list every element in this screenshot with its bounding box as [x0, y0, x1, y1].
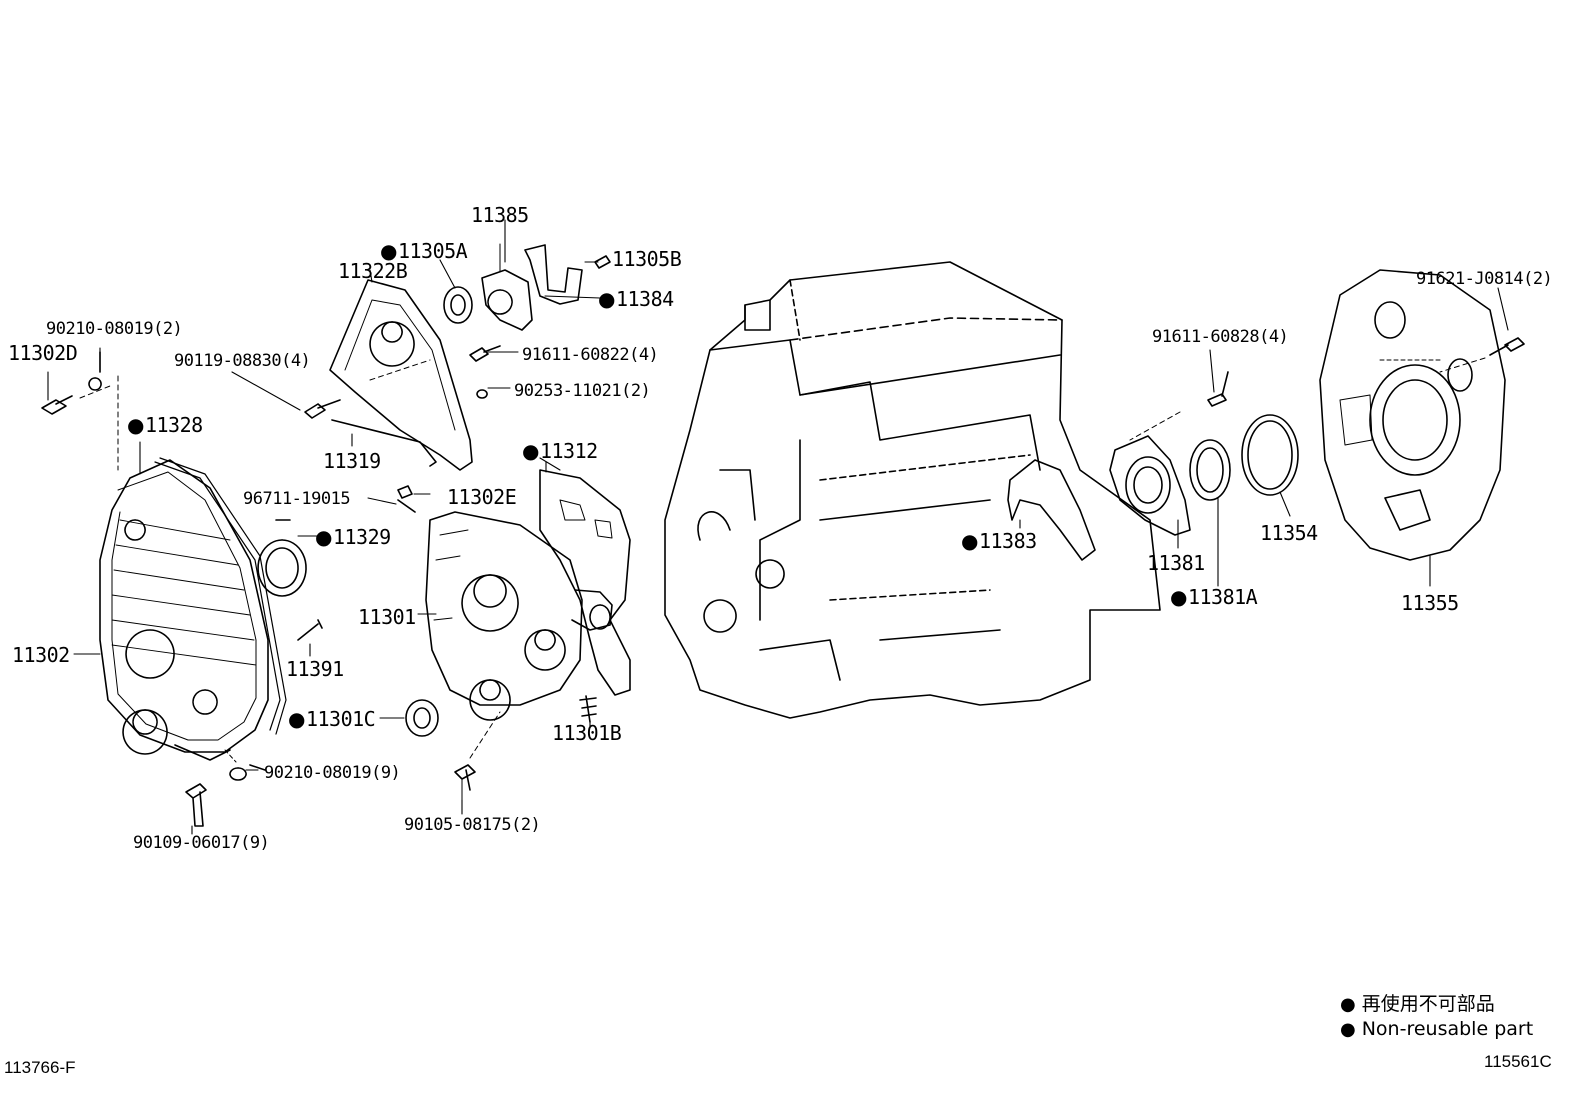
- leader-lines: [47, 219, 1509, 835]
- callout-11301: 11301: [358, 605, 416, 629]
- housing-11385-drawing: [481, 243, 533, 331]
- callout-11301B: 11301B: [552, 721, 622, 745]
- callout-11312: 11312: [522, 440, 598, 462]
- upper-cover-11322B-drawing: [304, 279, 473, 471]
- non-reusable-dot-icon: ●: [1340, 994, 1356, 1015]
- callout-11391: 11391: [286, 657, 344, 681]
- legend-row-en: ●Non-reusable part: [1340, 1017, 1533, 1042]
- timing-cover-11302-drawing: [99, 457, 287, 761]
- bolt-11302D-drawing: [41, 351, 119, 471]
- gasket-11329-drawing: [257, 519, 307, 597]
- callout-11385: 11385: [471, 203, 529, 227]
- callout-11381A: 11381A: [1170, 586, 1258, 608]
- seal-11381A-drawing: [1189, 439, 1231, 501]
- bolt-91621-drawing: [1439, 337, 1525, 373]
- seal-11301C-drawing: [405, 699, 439, 737]
- retainer-11383-drawing: [1007, 459, 1096, 561]
- non-reusable-dot-icon: ●: [1340, 1019, 1356, 1040]
- callout-11383: 11383: [961, 530, 1037, 552]
- wire-11319-drawing: [331, 419, 437, 467]
- pin-11391-drawing: [297, 619, 323, 641]
- seal-11305A-drawing: [443, 286, 473, 324]
- engine-block-outline: [664, 261, 1161, 719]
- pin-11305B-drawing: [594, 255, 611, 269]
- legend-text-en: Non-reusable part: [1361, 1018, 1534, 1040]
- callout-11305B: 11305B: [612, 247, 682, 271]
- bracket-11384-drawing: [524, 244, 583, 305]
- callout-90210-08019-top: 90210-08019(2): [46, 319, 183, 339]
- callout-11305A: 11305A: [380, 240, 468, 262]
- callout-11328: 11328: [127, 414, 203, 436]
- callout-11302E: 11302E: [447, 485, 517, 509]
- ring-11354-drawing: [1241, 414, 1299, 496]
- callout-11355: 11355: [1401, 591, 1459, 615]
- callout-90119-08830: 90119-08830(4): [174, 351, 311, 371]
- callout-91621-J0814: 91621-J0814(2): [1416, 269, 1553, 289]
- legend: ●再使用不可部品 ●Non-reusable part: [1340, 992, 1533, 1042]
- ring-90253-drawing: [476, 389, 488, 399]
- clip-96711-drawing: [397, 485, 416, 513]
- callout-90109-06017: 90109-06017(9): [133, 833, 270, 853]
- callout-11302: 11302: [12, 643, 70, 667]
- callout-11354: 11354: [1260, 521, 1318, 545]
- callout-91611-60822: 91611-60822(4): [522, 345, 659, 365]
- callout-11329: 11329: [315, 526, 391, 548]
- callout-91611-60828: 91611-60828(4): [1152, 327, 1289, 347]
- gasket-11312-drawing: [539, 469, 631, 696]
- callout-90105-08175: 90105-08175(2): [404, 815, 541, 835]
- callout-11301C: 11301C: [288, 708, 376, 730]
- callout-96711-19015: 96711-19015: [243, 489, 351, 509]
- callout-90253-11021: 90253-11021(2): [514, 381, 651, 401]
- figure-code-right: 115561C: [1484, 1052, 1552, 1071]
- bolt-91611-60828-drawing: [1129, 371, 1229, 441]
- bolt-91611-60822-drawing: [469, 345, 501, 362]
- figure-code-left: 113766-F: [4, 1058, 76, 1077]
- bolt-90105-drawing: [454, 711, 501, 813]
- retainer-11381-drawing: [1109, 435, 1191, 536]
- callout-11302D: 11302D: [8, 341, 78, 365]
- callout-90210-08019-bottom: 90210-08019(9): [264, 763, 401, 783]
- legend-row-ja: ●再使用不可部品: [1340, 992, 1533, 1017]
- callout-11381: 11381: [1147, 551, 1205, 575]
- stud-11301B-drawing: [579, 695, 597, 723]
- end-plate-11355-drawing: [1319, 269, 1506, 561]
- callout-11319: 11319: [323, 449, 381, 473]
- callout-11384: 11384: [598, 288, 674, 310]
- callout-11322B: 11322B: [338, 259, 408, 283]
- legend-text-ja: 再使用不可部品: [1361, 993, 1495, 1015]
- bolt-90109-drawing: [185, 749, 266, 827]
